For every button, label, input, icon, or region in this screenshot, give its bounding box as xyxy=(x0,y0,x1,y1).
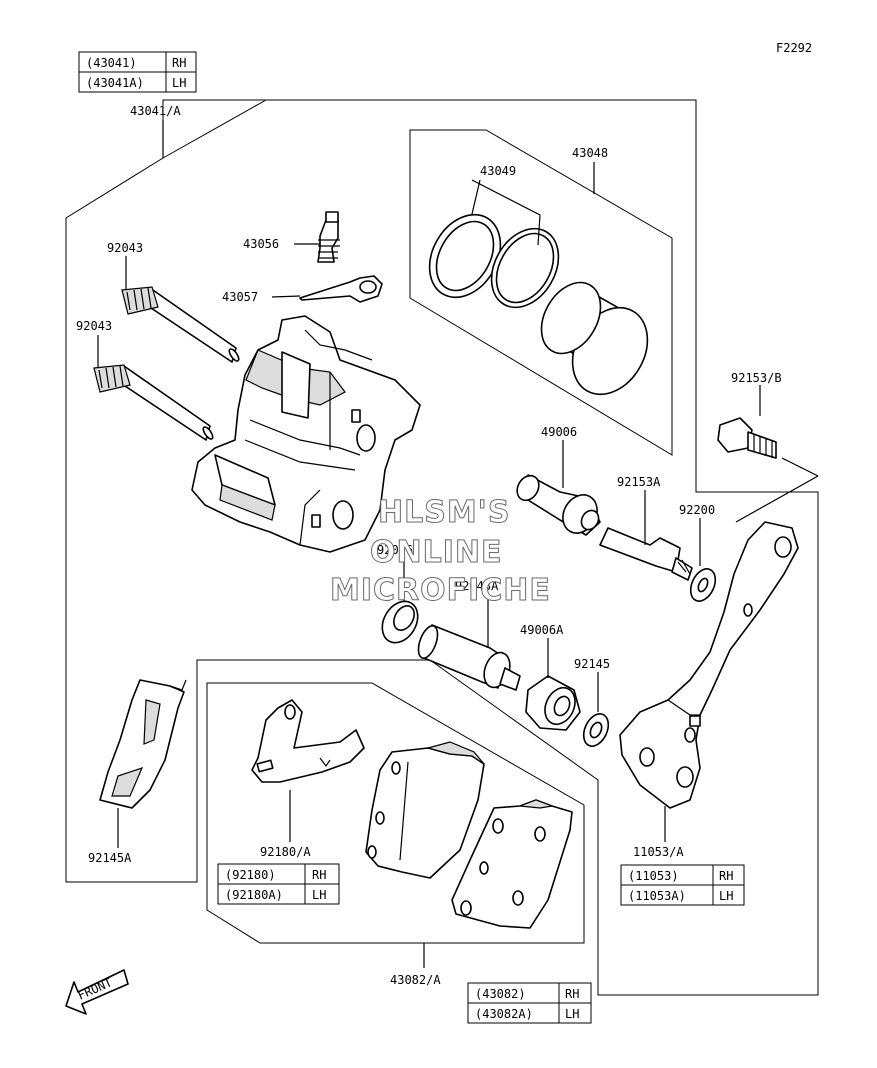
table-cell-side: LH xyxy=(565,1007,579,1021)
shim-parts-table: (92180) RH (92180A) LH xyxy=(217,863,340,905)
callout-43057: 43057 xyxy=(222,290,258,304)
table-cell-side: LH xyxy=(719,889,733,903)
callout-49006a: 49006A xyxy=(520,623,564,637)
caliper-parts-table: (43041) RH (43041A) LH xyxy=(78,51,197,93)
caliper-group-diagonal xyxy=(162,99,267,159)
callout-43082: 43082/A xyxy=(390,973,441,987)
table-cell-part: (43082) xyxy=(475,987,526,1001)
callout-92043-upper: 92043 xyxy=(107,241,143,255)
pad-set-boundary xyxy=(206,682,585,944)
table-cell-side: RH xyxy=(312,868,326,882)
watermark-line-3: MICROFICHE xyxy=(330,573,551,608)
piston-seal-outer-drawing xyxy=(428,213,502,299)
table-cell-part: (43041A) xyxy=(86,76,144,90)
watermark-line-2: ONLINE xyxy=(370,535,503,570)
caliper-bracket-drawing xyxy=(619,521,799,809)
table-cell-part: (92180) xyxy=(225,868,276,882)
leader-lines xyxy=(97,120,819,968)
piston-drawing xyxy=(540,281,649,396)
slide-pin-92043a-drawing xyxy=(417,624,521,691)
boot-49006a-drawing xyxy=(525,675,581,731)
pad-shim-drawing xyxy=(251,699,365,783)
table-cell-side: RH xyxy=(565,987,579,1001)
table-cell-part: (92180A) xyxy=(225,888,283,902)
callout-92145a: 92145A xyxy=(88,851,132,865)
pad-spring-drawing xyxy=(99,679,187,809)
brake-pad-inner-drawing xyxy=(365,741,485,879)
piston-seal-inner-drawing xyxy=(490,227,560,309)
bleeder-valve-drawing xyxy=(317,211,340,263)
front-direction-arrow: FRONT xyxy=(65,969,129,1015)
bolt-92153b-drawing xyxy=(717,417,777,459)
table-cell-side: LH xyxy=(172,76,186,90)
callout-92043-lower: 92043 xyxy=(76,319,112,333)
callout-49006: 49006 xyxy=(541,425,577,439)
bolt-92153a-drawing xyxy=(599,527,693,581)
callout-11053: 11053/A xyxy=(633,845,684,859)
dust-seal-drawing xyxy=(381,600,419,644)
callout-labels: 43041/A 43048 43049 43056 43057 92043 92… xyxy=(76,104,782,987)
watermark-line-1: HLSM'S xyxy=(378,495,510,530)
brake-pad-outer-drawing xyxy=(451,799,573,929)
washer-92200-drawing xyxy=(689,568,717,602)
caliper-body-drawing xyxy=(191,315,421,553)
caliper-assembly-boundary xyxy=(65,99,819,996)
callout-92180: 92180/A xyxy=(260,845,311,859)
callout-43048: 43048 xyxy=(572,146,608,160)
callout-43049: 43049 xyxy=(480,164,516,178)
collar-upper-drawing xyxy=(516,474,601,536)
callout-92200: 92200 xyxy=(679,503,715,517)
piston-kit-boundary xyxy=(409,129,673,456)
figure-code: F2292 xyxy=(776,41,812,55)
callout-92145: 92145 xyxy=(574,657,610,671)
slide-pin-lower-drawing xyxy=(93,364,214,441)
callout-92043a: 92043A xyxy=(455,579,499,593)
callout-92153b: 92153/B xyxy=(731,371,782,385)
callout-43056: 43056 xyxy=(243,237,279,251)
callout-43041: 43041/A xyxy=(130,104,181,118)
table-cell-side: RH xyxy=(719,869,733,883)
callout-92153a: 92153A xyxy=(617,475,661,489)
bleeder-cap-drawing xyxy=(299,275,383,303)
bracket-parts-table: (11053) RH (11053A) LH xyxy=(620,864,745,906)
table-cell-side: RH xyxy=(172,56,186,70)
pads-parts-table: (43082) RH (43082A) LH xyxy=(467,982,592,1024)
slide-pin-upper-drawing xyxy=(121,286,240,363)
washer-92145-drawing xyxy=(582,713,610,747)
table-cell-part: (11053A) xyxy=(628,889,686,903)
watermark: HLSM'S ONLINE MICROFICHE xyxy=(330,495,551,609)
table-cell-part: (43082A) xyxy=(475,1007,533,1021)
caliper-group-outline xyxy=(65,99,819,996)
callout-92066: 92066 xyxy=(377,543,413,557)
table-cell-part: (11053) xyxy=(628,869,679,883)
table-cell-part: (43041) xyxy=(86,56,137,70)
table-cell-side: LH xyxy=(312,888,326,902)
